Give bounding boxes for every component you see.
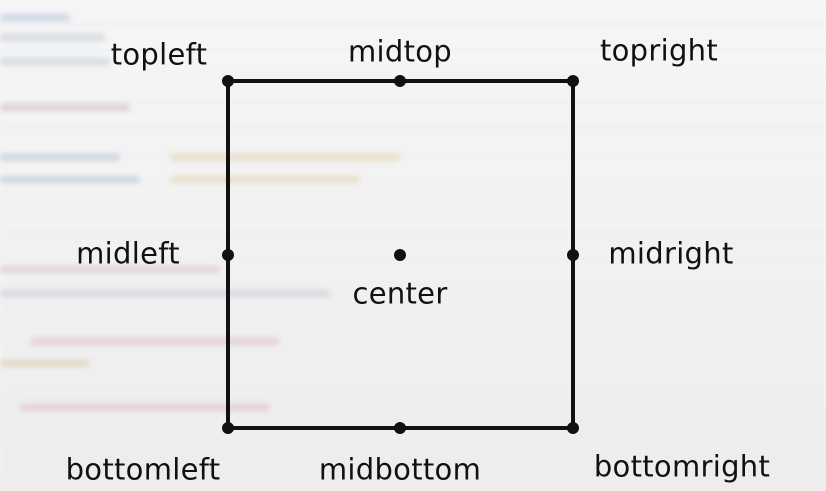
bottomleft-label: bottomleft — [65, 452, 221, 487]
blurred-code-line — [0, 14, 70, 21]
midleft-point — [222, 249, 234, 261]
topleft-point — [222, 75, 234, 87]
midbottom-point — [394, 422, 406, 434]
midtop-label: midtop — [347, 34, 453, 69]
blurred-code-line — [0, 34, 105, 41]
midbottom-label: midbottom — [318, 452, 482, 487]
topleft-label: topleft — [110, 37, 208, 72]
blurred-code-line — [0, 58, 110, 65]
center-point — [394, 249, 406, 261]
topright-point — [567, 75, 579, 87]
bottomright-label: bottomright — [593, 449, 771, 484]
midtop-point — [394, 75, 406, 87]
blurred-code-line — [30, 338, 280, 345]
blurred-code-line — [0, 266, 220, 273]
midleft-label: midleft — [76, 236, 180, 271]
blurred-code-line — [170, 154, 400, 161]
blurred-code-line — [0, 154, 120, 161]
midright-point — [567, 249, 579, 261]
blurred-code-line — [170, 176, 360, 183]
bottomleft-point — [222, 422, 234, 434]
topright-label: topright — [599, 33, 719, 68]
blurred-code-line — [0, 360, 90, 367]
blurred-code-line — [0, 290, 330, 297]
blurred-code-line — [0, 176, 140, 183]
blurred-code-line — [0, 104, 130, 111]
bottomright-point — [567, 422, 579, 434]
midright-label: midright — [608, 236, 734, 271]
blurred-code-line — [20, 404, 270, 411]
center-label: center — [352, 276, 448, 311]
